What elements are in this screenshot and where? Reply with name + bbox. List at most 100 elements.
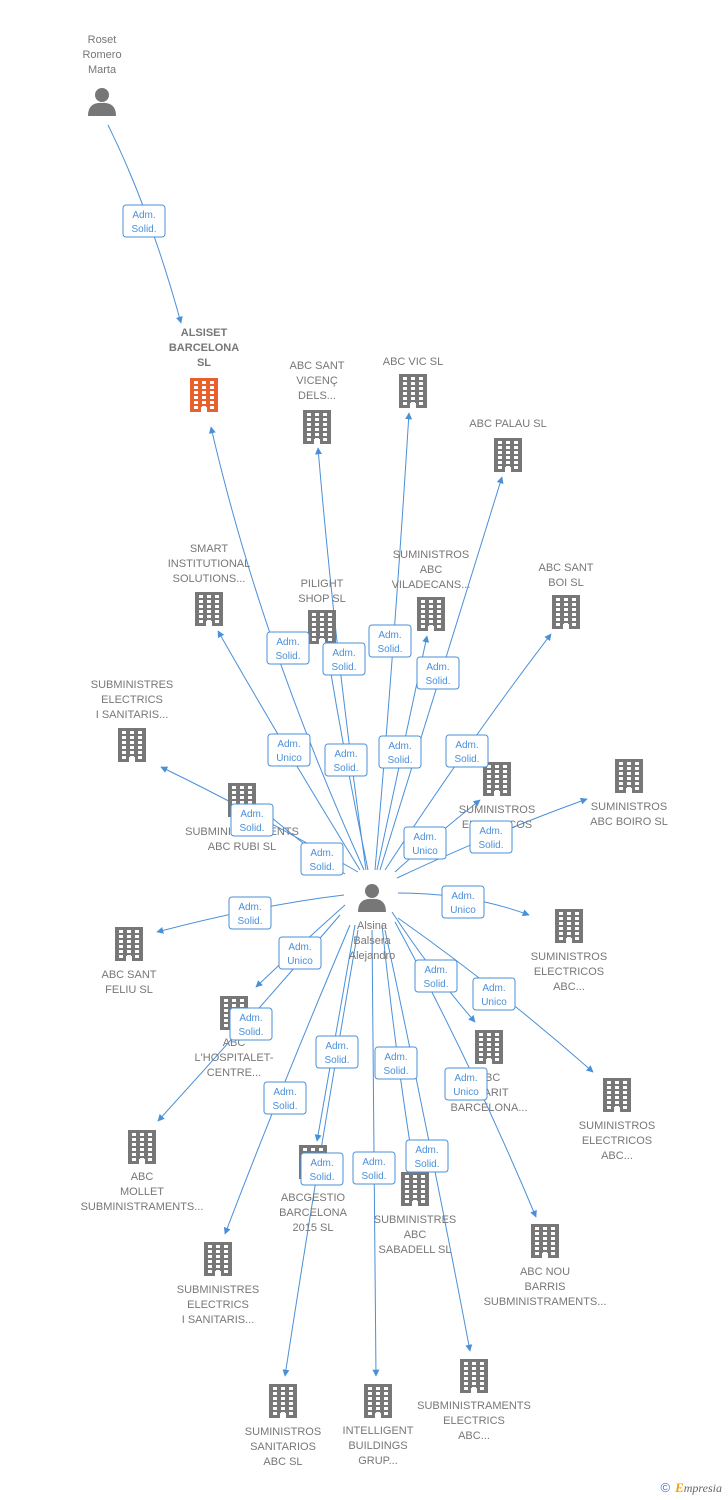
person-icon[interactable] xyxy=(88,88,116,116)
role-badge-intelligent[interactable]: Adm.Solid. xyxy=(352,1151,396,1185)
role-badge-sum_electricos_2[interactable]: Adm.Unico xyxy=(441,885,485,919)
role-badge-sum_viladecans[interactable]: Adm.Solid. xyxy=(378,735,422,769)
building-icon[interactable] xyxy=(364,1384,392,1418)
role-badge-sum_electricos_top[interactable]: Adm.Unico xyxy=(403,826,447,860)
building-icon[interactable] xyxy=(475,1030,503,1064)
role-badge-subm_elec_2[interactable]: Adm.Solid. xyxy=(263,1081,307,1115)
role-badge-abc_nou_barris[interactable]: Adm.Unico xyxy=(444,1067,488,1101)
role-badge-alsiset[interactable]: Adm.Solid. xyxy=(266,631,310,665)
building-window xyxy=(514,446,518,449)
node-abc_clarit[interactable]: ABCCLARITBARCELONA... xyxy=(450,1030,528,1114)
building-window xyxy=(312,638,316,641)
role-badge-sum_sanitarios[interactable]: Adm.Solid. xyxy=(300,1152,344,1186)
building-window xyxy=(273,1402,277,1405)
building-window xyxy=(495,1038,499,1041)
building-door xyxy=(428,626,434,631)
building-icon[interactable] xyxy=(190,378,218,412)
building-icon[interactable] xyxy=(603,1078,631,1112)
role-badge-abc_sant_feliu[interactable]: Adm.Solid. xyxy=(228,896,272,930)
role-badge-abc_sant_boi[interactable]: Adm.Solid. xyxy=(445,734,489,768)
node-label: 2015 SL xyxy=(293,1222,334,1234)
building-icon[interactable] xyxy=(303,410,331,444)
node-abc_vic[interactable]: ABC VIC SL xyxy=(383,356,444,408)
building-icon[interactable] xyxy=(195,592,223,626)
building-window xyxy=(572,608,576,611)
role-badge-abcgestio[interactable]: Adm.Solid. xyxy=(315,1035,359,1069)
building-icon[interactable] xyxy=(128,1130,156,1164)
building-icon[interactable] xyxy=(399,374,427,408)
building-window xyxy=(224,1260,228,1263)
building-icon[interactable] xyxy=(308,610,336,644)
role-badge-subm_rubi[interactable]: Adm.Solid. xyxy=(300,842,344,876)
node-label: SUBMINISTRES xyxy=(91,679,174,691)
node-abc_nou_barris[interactable]: ABC NOUBARRISSUBMINISTRAMENTS... xyxy=(484,1224,607,1308)
building-icon[interactable] xyxy=(555,909,583,943)
building-window xyxy=(623,1086,627,1089)
node-sum_electricos_2[interactable]: SUMINISTROSELECTRICOSABC... xyxy=(531,909,607,993)
footer-brand[interactable]: © Empresia xyxy=(660,1480,722,1496)
building-icon[interactable] xyxy=(204,1242,232,1276)
role-badge-smart[interactable]: Adm.Unico xyxy=(267,733,311,767)
building-window xyxy=(215,600,219,603)
building-window xyxy=(627,782,631,785)
role-badge-abc_sant_vicenc[interactable]: Adm.Solid. xyxy=(322,642,366,676)
node-sum_electricos_3[interactable]: SUMINISTROSELECTRICOSABC... xyxy=(579,1078,655,1162)
building-window xyxy=(127,940,131,943)
person-icon[interactable] xyxy=(358,884,386,912)
role-badge-abc_clarit[interactable]: Adm.Solid. xyxy=(414,959,458,993)
building-window xyxy=(464,1377,468,1380)
building-icon[interactable] xyxy=(401,1172,429,1206)
building-door xyxy=(410,403,416,408)
role-badge-box xyxy=(352,1151,396,1185)
node-abc_sant_vicenc[interactable]: ABC SANTVICENÇDELS... xyxy=(289,360,345,444)
role-badge-text: Solid. xyxy=(331,662,356,673)
role-badge-abc_vic[interactable]: Adm.Solid. xyxy=(368,624,412,658)
building-window xyxy=(567,932,571,935)
role-badge-pilight[interactable]: Adm.Solid. xyxy=(324,743,368,777)
role-badge-subm_elec_abc[interactable]: Adm.Solid. xyxy=(405,1139,449,1173)
role-badge-abc_hospitalet[interactable]: Adm.Unico xyxy=(278,936,322,970)
role-badge-subm_elec_1[interactable]: Adm.Solid. xyxy=(230,803,274,837)
node-sum_viladecans[interactable]: SUMINISTROSABCVILADECANS... xyxy=(392,549,471,631)
role-badge-box xyxy=(324,743,368,777)
node-intelligent[interactable]: INTELLIGENTBUILDINGSGRUP... xyxy=(343,1384,414,1467)
building-window xyxy=(556,598,560,601)
role-badge-alsiset[interactable]: Adm.Solid. xyxy=(122,204,166,238)
building-window xyxy=(564,598,568,601)
building-window xyxy=(498,451,502,454)
building-window xyxy=(281,1402,285,1405)
building-icon[interactable] xyxy=(615,759,643,793)
building-icon[interactable] xyxy=(494,438,522,472)
role-badge-sum_electricos_3[interactable]: Adm.Unico xyxy=(472,977,516,1011)
building-icon[interactable] xyxy=(531,1224,559,1258)
building-window xyxy=(240,801,244,804)
building-icon[interactable] xyxy=(552,595,580,629)
building-icon[interactable] xyxy=(115,927,143,961)
building-icon[interactable] xyxy=(417,597,445,631)
role-badge-sum_boiro[interactable]: Adm.Solid. xyxy=(469,820,513,854)
building-icon[interactable] xyxy=(118,728,146,762)
role-badge-abc_mollet[interactable]: Adm.Solid. xyxy=(229,1007,273,1041)
node-abc_mollet[interactable]: ABCMOLLETSUBMINISTRAMENTS... xyxy=(81,1130,204,1213)
building-icon[interactable] xyxy=(269,1384,297,1418)
node-subm_elec_abc[interactable]: SUBMINISTRAMENTSELECTRICSABC... xyxy=(417,1359,531,1442)
role-badge-abc_palau[interactable]: Adm.Solid. xyxy=(416,656,460,690)
role-badge-box xyxy=(445,734,489,768)
node-abc_palau[interactable]: ABC PALAU SL xyxy=(469,418,547,472)
node-smart[interactable]: SMARTINSTITUTIONALSOLUTIONS... xyxy=(168,543,251,626)
building-window xyxy=(194,406,198,409)
building-icon[interactable] xyxy=(483,762,511,796)
role-badge-subm_sabadell[interactable]: Adm.Solid. xyxy=(374,1046,418,1080)
building-icon[interactable] xyxy=(460,1359,488,1393)
